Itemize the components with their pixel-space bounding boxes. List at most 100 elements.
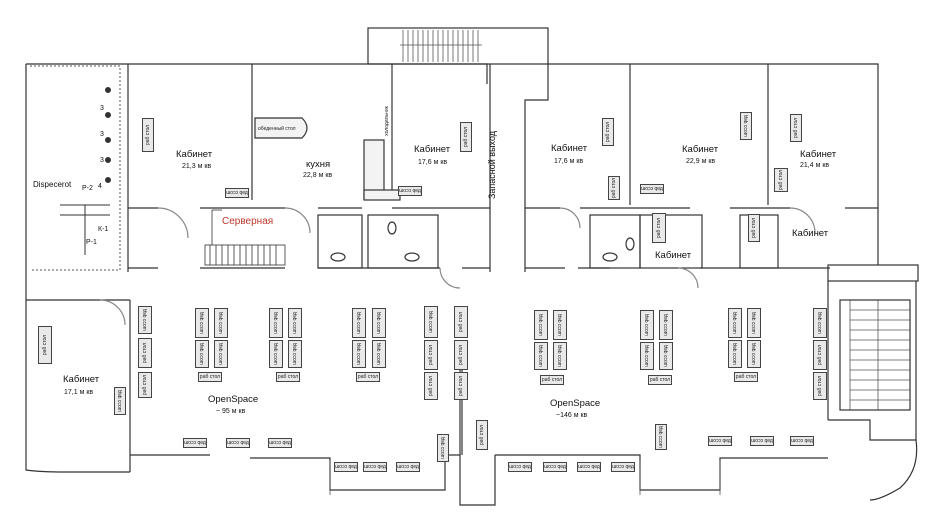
desk-label: ɯoɔɔ qед	[644, 314, 650, 336]
p2-label: Р-2	[82, 185, 93, 192]
desk-label: ɯoɔɔ qед	[578, 464, 600, 470]
room-area: 22,8 м кв	[303, 172, 333, 179]
desk-label: раб стол	[142, 374, 149, 396]
desk-label: ɯoɔɔ qед	[538, 345, 544, 367]
desk-label: раб стол	[605, 121, 612, 143]
desk: ɯoɔɔ qед	[790, 436, 814, 446]
desk: ɯoɔɔ qед	[225, 188, 249, 198]
desk: ɯoɔɔ qед	[728, 308, 742, 338]
desk-label: раб стол	[145, 124, 152, 146]
desk: раб стол	[198, 372, 222, 382]
desk-label: раб стол	[463, 126, 470, 148]
room-area: 17,6 м кв	[554, 158, 584, 165]
desk-label: ɯoɔɔ qед	[612, 464, 634, 470]
desk: ɯoɔɔ qед	[288, 308, 302, 338]
desk: раб стол	[454, 372, 468, 400]
desk: ɯoɔɔ qед	[352, 340, 366, 368]
desk-label: ɯoɔɔ qед	[644, 345, 650, 367]
room-title: Кабинет	[63, 374, 100, 385]
desk: ɯoɔɔ qед	[424, 306, 438, 338]
room-area: 17,6 м кв	[418, 159, 448, 166]
desk: ɯoɔɔ qед	[269, 308, 283, 338]
dispecerot-label: Dispecerot	[33, 180, 72, 189]
room-area: ~ 95 м кв	[216, 408, 246, 415]
desk-label: ɯoɔɔ qед	[142, 309, 148, 331]
desk: ɯoɔɔ qед	[553, 342, 567, 370]
desk: раб стол	[748, 214, 760, 242]
desk-label: ɯoɔɔ qед	[273, 343, 279, 365]
desk: раб стол	[774, 168, 788, 192]
desk-label: раб стол	[458, 375, 465, 397]
desk: ɯoɔɔ qед	[640, 184, 664, 194]
room-title: OpenSpace	[550, 398, 601, 409]
dining-table-label: обеденный стол	[258, 126, 296, 132]
desk: ɯoɔɔ qед	[659, 342, 673, 370]
desk: ɯoɔɔ qед	[747, 308, 761, 338]
desk: ɯoɔɔ qед	[708, 436, 732, 446]
room-title: Кабинет	[655, 250, 692, 261]
desk: ɯoɔɔ qед	[534, 310, 548, 340]
desk-label: раб стол	[428, 344, 435, 366]
desk-label: раб стол	[656, 217, 663, 239]
desk: раб стол	[38, 326, 52, 364]
desk: ɯoɔɔ qед	[195, 308, 209, 338]
desk-label: ɯoɔɔ qед	[273, 312, 279, 334]
desk-label: ɯoɔɔ qед	[440, 437, 446, 459]
desk-label: ɯoɔɔ qед	[663, 345, 669, 367]
desk: ɯoɔɔ qед	[195, 340, 209, 368]
emergency-exit-label: Запасной выход	[487, 130, 498, 200]
num4-label: 4	[98, 183, 102, 190]
desk: ɯoɔɔ qед	[747, 340, 761, 368]
desk: ɯoɔɔ qед	[268, 438, 292, 448]
fridge-label: холодильник	[383, 106, 390, 136]
desk: раб стол	[424, 372, 438, 400]
desk: раб стол	[138, 338, 152, 368]
desk-label: раб стол	[793, 117, 800, 139]
desk: раб стол	[540, 375, 564, 385]
desk: раб стол	[424, 340, 438, 370]
desk: ɯoɔɔ qед	[553, 310, 567, 340]
desk: ɯoɔɔ qед	[334, 462, 358, 472]
desk-label: ɯoɔɔ qед	[663, 314, 669, 336]
desk-label: ɯoɔɔ qед	[751, 343, 757, 365]
desk-label: раб стол	[428, 375, 435, 397]
desk-label: ɯoɔɔ qед	[376, 343, 382, 365]
desk-label: ɯoɔɔ qед	[356, 343, 362, 365]
desk-label: ɯoɔɔ qед	[732, 343, 738, 365]
desk: раб стол	[460, 122, 472, 152]
room-area: ~146 м кв	[556, 412, 588, 419]
desk-label: ɯoɔɔ qед	[544, 464, 566, 470]
k1-label: К-1	[98, 226, 109, 233]
desk: ɯoɔɔ qед	[611, 462, 635, 472]
desk-label: раб стол	[458, 344, 465, 366]
desk: ɯoɔɔ qед	[269, 340, 283, 368]
desk: ɯoɔɔ qед	[288, 340, 302, 368]
desk: ɯoɔɔ qед	[750, 436, 774, 446]
desk-label: раб стол	[778, 169, 785, 191]
desk: раб стол	[813, 340, 827, 370]
desk-label: ɯoɔɔ qед	[641, 186, 663, 192]
desk-label: ɯoɔɔ qед	[218, 312, 224, 334]
desk-label: ɯoɔɔ qед	[538, 314, 544, 336]
desk-label: ɯoɔɔ qед	[751, 438, 773, 444]
desk-label: ɯoɔɔ qед	[376, 312, 382, 334]
desk-label: ɯoɔɔ qед	[791, 438, 813, 444]
desk-label: ɯoɔɔ qед	[269, 440, 291, 446]
desk: раб стол	[813, 372, 827, 400]
desk-label: ɯoɔɔ qед	[335, 464, 357, 470]
desk: раб стол	[602, 118, 614, 146]
desk: ɯoɔɔ qед	[640, 310, 654, 340]
p1-label: Р-1	[86, 239, 97, 246]
room-title: Кабинет	[682, 144, 719, 155]
desk: раб стол	[138, 372, 152, 398]
desk: ɯoɔɔ qед	[396, 462, 420, 472]
desk-label: ɯoɔɔ qед	[218, 343, 224, 365]
room-title: Кабинет	[176, 149, 213, 160]
desk-label: ɯoɔɔ qед	[397, 464, 419, 470]
desk-label: ɯoɔɔ qед	[509, 464, 531, 470]
desk: ɯoɔɔ qед	[813, 308, 827, 338]
desk: ɯoɔɔ qед	[640, 342, 654, 370]
desk-label: ɯoɔɔ qед	[199, 343, 205, 365]
desk: ɯoɔɔ qед	[728, 340, 742, 368]
desk: раб стол	[356, 372, 380, 382]
